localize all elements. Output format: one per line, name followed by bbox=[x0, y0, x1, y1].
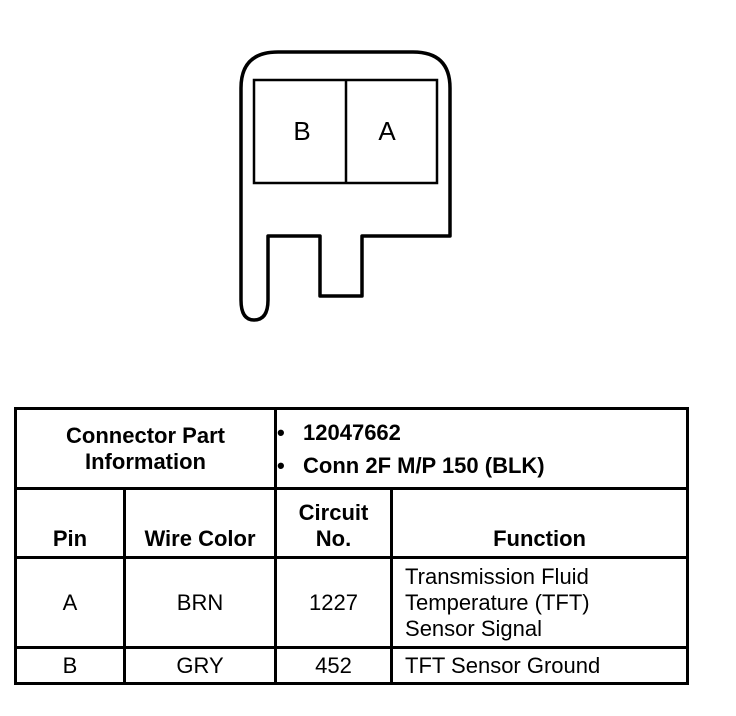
part-info-row: Connector Part Information •12047662 •Co… bbox=[13, 407, 690, 490]
info-label-line-2: Information bbox=[85, 448, 206, 474]
circuit-column-header: Circuit No. bbox=[274, 487, 394, 559]
circuit-cell: 1227 bbox=[274, 556, 394, 649]
table-row: B GRY 452 TFT Sensor Ground bbox=[14, 646, 690, 685]
function-line: Transmission Fluid bbox=[405, 563, 589, 589]
connector-part-info-label: Connector Part Information bbox=[13, 407, 278, 490]
function-cell: Transmission Fluid Temperature (TFT) Sen… bbox=[390, 556, 690, 649]
circuit-cell: 452 bbox=[274, 646, 394, 685]
wire-color-column-header: Wire Color bbox=[122, 487, 278, 559]
connector-pinout-table: Connector Part Information •12047662 •Co… bbox=[13, 407, 690, 685]
connector-diagram: B A bbox=[239, 50, 452, 322]
cavity-label-b: B bbox=[293, 116, 310, 146]
connector-description-item: • Conn 2F M/P 150 (BLK) bbox=[277, 449, 686, 482]
bullet-icon: • bbox=[277, 419, 285, 445]
column-header-row: Pin Wire Color Circuit No. Function bbox=[14, 487, 690, 559]
function-line: TFT Sensor Ground bbox=[405, 652, 601, 678]
pin-column-header: Pin bbox=[14, 487, 126, 559]
bullet-icon: • bbox=[277, 452, 285, 478]
part-number: 12047662 bbox=[303, 419, 401, 445]
wire-color-cell: BRN bbox=[122, 556, 278, 649]
part-number-item: • 12047662 bbox=[277, 416, 686, 449]
info-label-line-1: Connector Part bbox=[66, 422, 225, 448]
function-line: Temperature (TFT) bbox=[405, 589, 590, 615]
function-cell: TFT Sensor Ground bbox=[390, 646, 690, 685]
table-row: A BRN 1227 Transmission Fluid Temperatur… bbox=[14, 556, 690, 649]
function-column-header: Function bbox=[390, 487, 690, 559]
function-line: Sensor Signal bbox=[405, 615, 542, 641]
pin-cell: A bbox=[14, 556, 126, 649]
wire-color-cell: GRY bbox=[122, 646, 278, 685]
connector-body-outline bbox=[239, 50, 452, 322]
cavity-label-a: A bbox=[378, 116, 396, 146]
connector-description: Conn 2F M/P 150 (BLK) bbox=[303, 452, 545, 478]
connector-part-info-values: • 12047662 • Conn 2F M/P 150 (BLK) bbox=[274, 407, 690, 490]
circuit-header-line-2: No. bbox=[315, 526, 352, 551]
pin-cell: B bbox=[14, 646, 126, 685]
circuit-header-line-1: Circuit bbox=[298, 500, 369, 525]
